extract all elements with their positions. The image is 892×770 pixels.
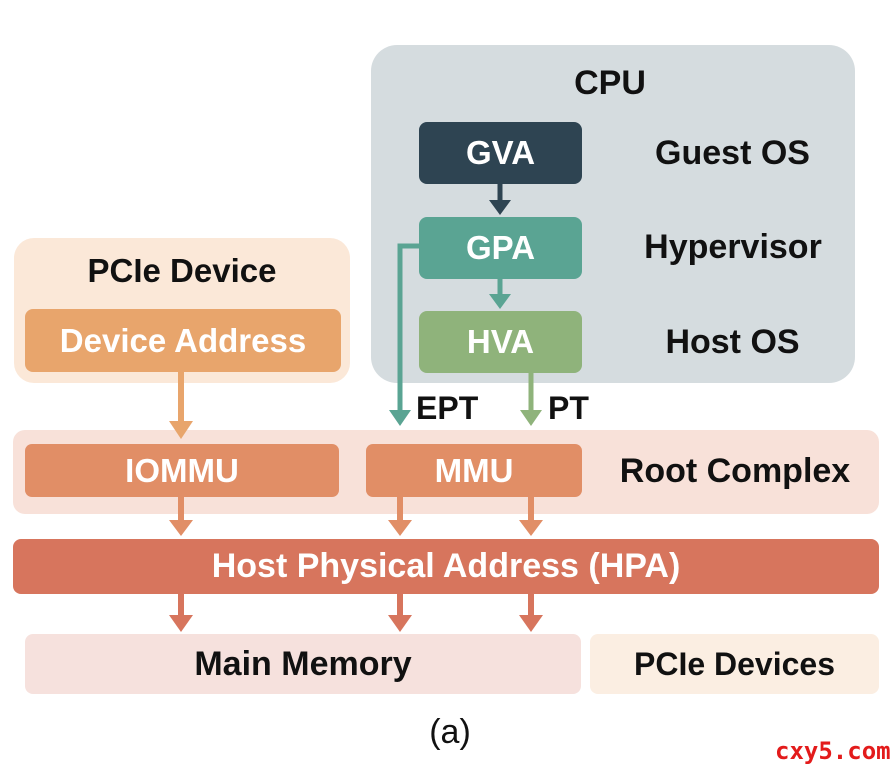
- hypervisor-label: Hypervisor: [644, 228, 822, 266]
- device-address-box: Device Address: [25, 309, 341, 372]
- hpa-bar: Host Physical Address (HPA): [13, 539, 879, 594]
- figure-caption: (a): [429, 713, 471, 751]
- arrow-hpa-to-memory-1: [169, 594, 193, 632]
- arrow-hpa-to-memory-2: [388, 594, 412, 632]
- gva-box: GVA: [419, 122, 582, 184]
- root-complex-label: Root Complex: [619, 452, 851, 490]
- guest-os-label: Guest OS: [655, 134, 810, 172]
- gpa-box: GPA: [419, 217, 582, 279]
- ept-label: EPT: [416, 390, 479, 426]
- mmu-box: MMU: [366, 444, 582, 497]
- hva-box: HVA: [419, 311, 582, 373]
- pt-label: PT: [548, 390, 589, 426]
- main-memory-box: Main Memory: [25, 634, 581, 694]
- iommu-box: IOMMU: [25, 444, 339, 497]
- watermark: cxy5.com: [775, 737, 891, 765]
- cpu-title: CPU: [574, 64, 646, 102]
- pcie-devices-box: PCIe Devices: [590, 634, 879, 694]
- pcie-device-title: PCIe Device: [87, 252, 277, 289]
- arrow-hpa-to-memory-3: [519, 594, 543, 632]
- host-os-label: Host OS: [665, 323, 800, 361]
